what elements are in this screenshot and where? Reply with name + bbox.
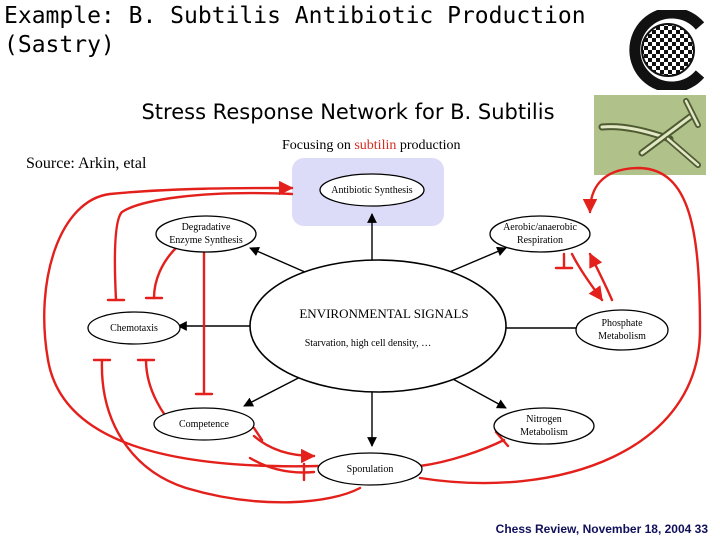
bacteria-micrograph [594, 95, 706, 175]
edge-sporulation-competence [248, 456, 316, 474]
edge-env-degradative [249, 247, 315, 277]
sporulation-label: Sporulation [347, 464, 394, 475]
aerobic-label-2: Respiration [517, 235, 563, 246]
sporulation-node [317, 452, 423, 486]
slide-footer: Chess Review, November 18, 2004 33 [495, 522, 708, 536]
antibiotic-node [319, 173, 425, 207]
edge-sporulation-antibiotic [43, 180, 320, 468]
antibiotic-label: Antibiotic Synthesis [331, 185, 413, 196]
degradative-label-2: Enzyme Synthesis [169, 235, 243, 246]
chess-logo-icon [629, 10, 705, 90]
edge-sporulation-nitrogen-bar [494, 430, 510, 448]
chemotaxis-node [87, 311, 181, 345]
center-subtitle: Starvation, high cell density, … [305, 338, 432, 349]
degradative-label-1: Degradative [182, 222, 231, 233]
slide-title: Example: B. Subtilis Antibiotic Producti… [4, 2, 604, 60]
competence-label: Competence [179, 419, 230, 430]
nitrogen-node [493, 407, 595, 445]
source-citation: Source: Arkin, etal [26, 155, 147, 172]
focus-prefix: Focusing on [282, 138, 355, 153]
edge-aerobic-phosphate [570, 252, 604, 302]
chemotaxis-label: Chemotaxis [110, 323, 158, 334]
degradative-node [155, 215, 257, 253]
edge-sporulation-nitrogen [418, 438, 506, 468]
environmental-signals-node [249, 259, 507, 393]
phosphate-node [575, 309, 669, 351]
focus-note: Focusing on subtilin production [282, 138, 461, 154]
edge-sporulation-competence-bar-1 [252, 426, 264, 442]
phosphate-label-2: Metabolism [598, 331, 646, 342]
aerobic-label-1: Aerobic/anaerobic [503, 222, 577, 233]
edge-sporulation-aerobic [418, 166, 702, 485]
diagram-subtitle: Stress Response Network for B. Subtilis [0, 100, 720, 124]
phosphate-label-1: Phosphate [601, 318, 643, 329]
focus-highlight: subtilin [354, 138, 397, 153]
focus-suffix: production [396, 138, 461, 153]
edge-phosphate-aerobic [588, 252, 614, 302]
diagram-subtitle-text: Stress Response Network for B. Subtilis [141, 100, 555, 124]
slide-title-line-2: (Sastry) [4, 32, 115, 58]
nitrogen-label-2: Metabolism [520, 427, 568, 438]
center-title: ENVIRONMENTAL SIGNALS [299, 306, 468, 321]
nitrogen-label-1: Nitrogen [526, 414, 562, 425]
edge-chemotaxis-sporulation [100, 358, 362, 504]
edge-competence-sporulation [252, 434, 316, 464]
competence-node [153, 407, 255, 441]
aerobic-node [489, 215, 591, 253]
edge-antibiotic-chemotaxis [113, 191, 294, 302]
slide-title-line-1: Example: B. Subtilis Antibiotic Producti… [4, 3, 586, 29]
edge-degradative-chemotaxis [152, 246, 178, 300]
